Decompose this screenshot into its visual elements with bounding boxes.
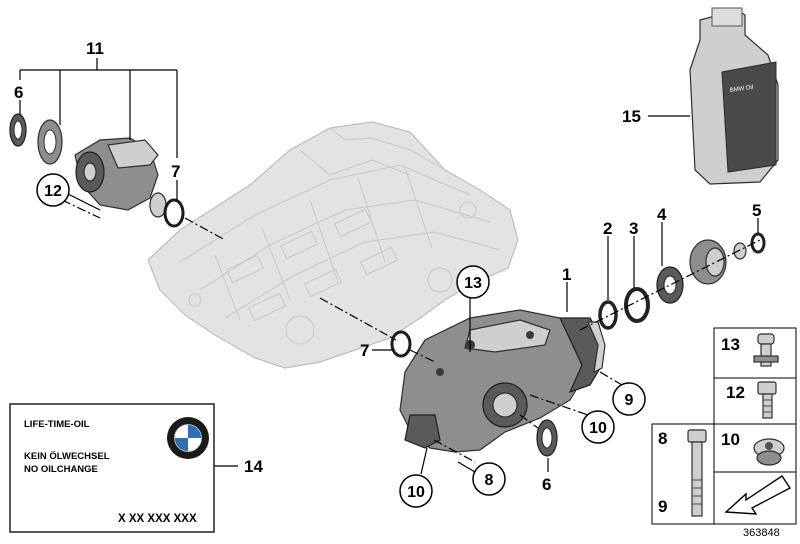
sidebar-10: 10 xyxy=(721,430,740,449)
differential-housing xyxy=(399,309,606,453)
callout-14: 14 xyxy=(244,457,263,476)
shim-rings xyxy=(598,266,684,330)
callout-8: 8 xyxy=(485,472,494,489)
callout-2: 2 xyxy=(603,219,612,238)
parts-sidebar: 13 12 10 8 9 xyxy=(651,327,797,525)
leader-lines xyxy=(19,58,759,475)
sidebar-8: 8 xyxy=(658,429,667,448)
assembly-lines xyxy=(61,199,761,463)
callout-9: 9 xyxy=(625,392,634,409)
sidebar-9: 9 xyxy=(658,497,667,516)
callout-6-top: 6 xyxy=(14,83,23,102)
part-10-icon xyxy=(753,438,785,466)
part-13-icon xyxy=(753,333,779,367)
callout-6-bottom: 6 xyxy=(542,475,551,494)
sidebar-12: 12 xyxy=(726,383,745,402)
part-12-icon xyxy=(757,381,777,419)
flange-bearing-assembly xyxy=(9,113,167,218)
callout-10-right: 10 xyxy=(589,420,607,437)
callout-3: 3 xyxy=(629,219,638,238)
oil-bottle: BMW Oil xyxy=(689,7,779,185)
life-time-oil-label: LIFE-TIME-OIL KEIN ÖLWECHSEL NO OILCHANG… xyxy=(9,403,215,533)
shaft-seal-bottom xyxy=(536,419,558,457)
callout-11: 11 xyxy=(86,39,104,58)
callout-12: 12 xyxy=(44,183,62,200)
callout-15: 15 xyxy=(622,107,641,126)
callout-1: 1 xyxy=(562,265,571,284)
part-8-9-bolt-icon xyxy=(687,429,707,517)
oil-pan-housing xyxy=(147,121,519,369)
circled-callouts: 12 13 9 10 8 10 xyxy=(36,173,646,508)
callout-10-bottom: 10 xyxy=(407,484,425,501)
o-ring-mid xyxy=(390,330,412,358)
callout-7-top: 7 xyxy=(171,162,180,181)
o-ring-top xyxy=(163,198,185,228)
arrow-icon xyxy=(724,475,792,515)
callout-numbers: 11 6 7 7 1 2 3 4 5 15 6 14 xyxy=(14,39,761,494)
callout-5: 5 xyxy=(752,201,761,220)
callout-7-mid: 7 xyxy=(360,341,369,360)
label-code: X XX XXX XXX xyxy=(118,513,197,525)
bottle-label-text: BMW Oil xyxy=(729,85,753,94)
callout-4: 4 xyxy=(657,205,667,224)
output-flange xyxy=(689,232,766,285)
label-line-2: KEIN ÖLWECHSEL xyxy=(24,451,110,462)
sidebar-13: 13 xyxy=(721,335,740,354)
diagram-number: 363848 xyxy=(743,527,780,539)
callout-13: 13 xyxy=(464,275,482,292)
label-line-3: NO OILCHANGE xyxy=(24,464,98,475)
bmw-logo xyxy=(167,417,209,459)
label-line-1: LIFE-TIME-OIL xyxy=(24,419,90,430)
